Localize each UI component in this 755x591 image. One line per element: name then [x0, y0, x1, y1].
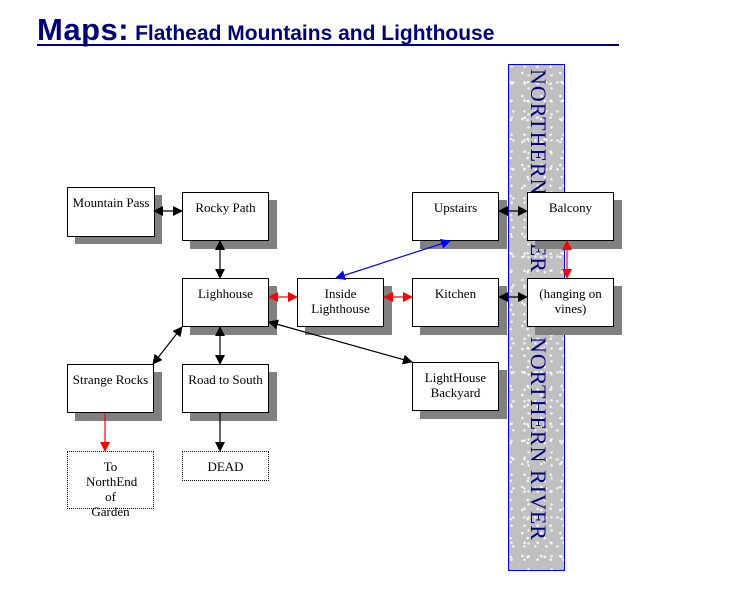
node-upstairs[interactable]: Upstairs [412, 192, 499, 241]
node-mountain-pass[interactable]: Mountain Pass [67, 187, 155, 237]
node-to-northend-garden[interactable]: To NorthEnd of Garden [67, 451, 154, 519]
node-rocky-path[interactable]: Rocky Path [182, 192, 269, 241]
node-road-to-south[interactable]: Road to South [182, 364, 269, 413]
river-label-bottom: NORTHERN RIVER [526, 337, 551, 541]
node-hanging-vines[interactable]: (hanging on vines) [527, 278, 614, 327]
edge-lighhouse-to-strange-rocks [152, 326, 183, 365]
node-lighhouse[interactable]: Lighhouse [182, 278, 269, 327]
title-underline [37, 44, 619, 46]
title-main: Maps: [37, 12, 130, 47]
node-lighthouse-backyard[interactable]: LightHouse Backyard [412, 362, 499, 411]
node-kitchen[interactable]: Kitchen [412, 278, 499, 327]
node-inside-lighthouse[interactable]: Inside Lighthouse [297, 278, 384, 327]
node-dead[interactable]: DEAD [182, 451, 269, 481]
title-sub: Flathead Mountains and Lighthouse [135, 22, 495, 45]
node-strange-rocks[interactable]: Strange Rocks [67, 364, 154, 413]
node-balcony[interactable]: Balcony [527, 192, 614, 241]
page-title: Maps:Flathead Mountains and Lighthouse [37, 12, 494, 48]
